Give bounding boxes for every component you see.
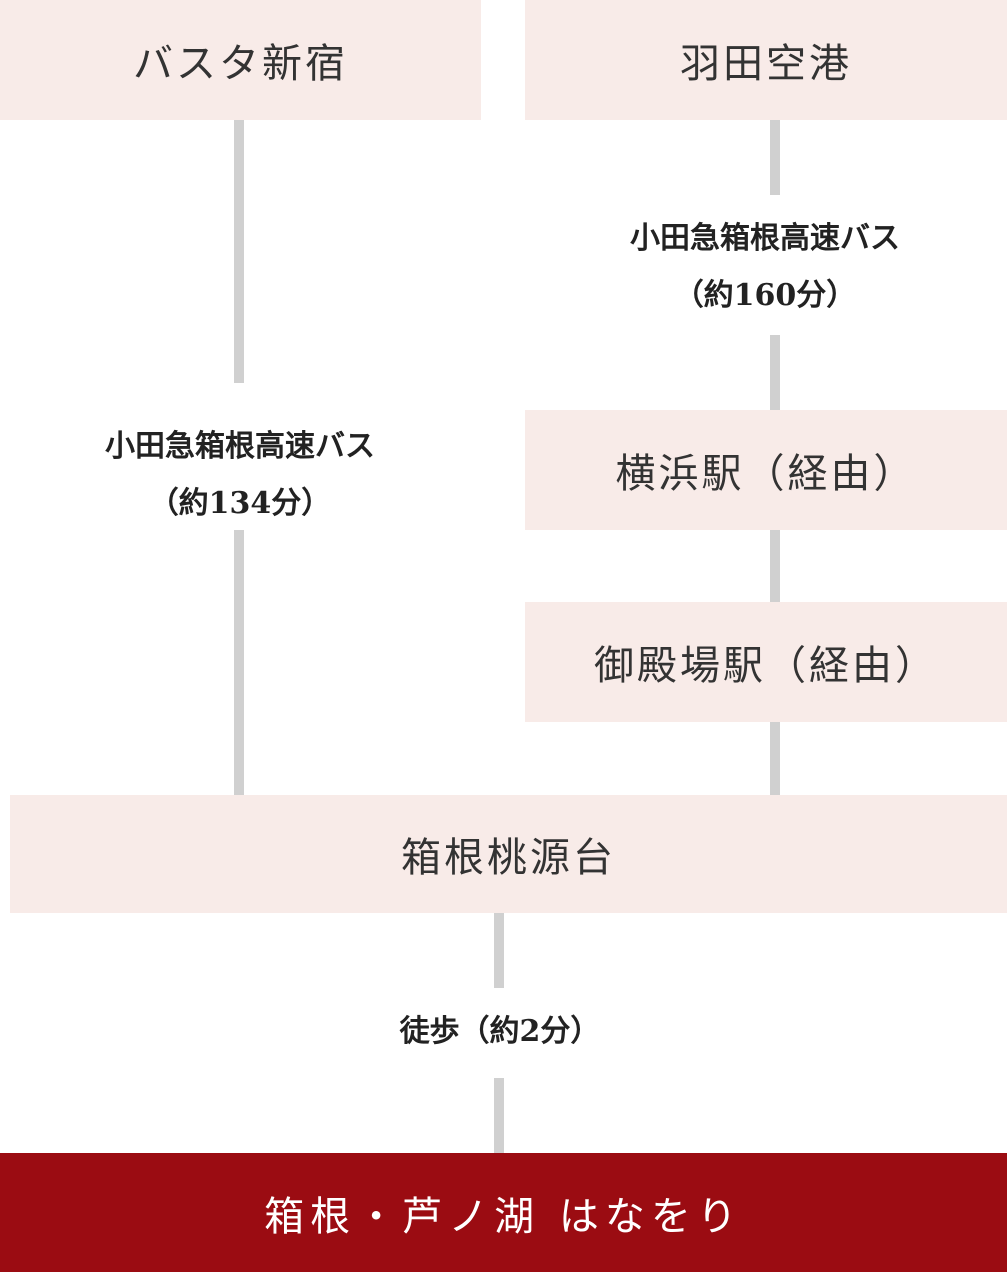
connector-right-3	[770, 530, 780, 602]
route-left-bus-time: （約134分）	[148, 486, 332, 521]
origin-right-label: 羽田空港	[680, 41, 852, 87]
route-right-bus: 小田急箱根高速バス （約160分）	[585, 210, 945, 324]
route-walk-label: 徒歩（約2分）	[399, 1014, 601, 1049]
route-right-bus-time: （約160分）	[673, 278, 857, 313]
connector-left-lower	[234, 530, 244, 795]
origin-busta-shinjuku: バスタ新宿	[0, 0, 481, 120]
transfer-label: 箱根桃源台	[401, 835, 616, 881]
route-right-bus-name: 小田急箱根高速バス	[630, 221, 900, 256]
origin-haneda-airport: 羽田空港	[525, 0, 1007, 120]
connector-center-lower	[494, 1078, 504, 1153]
connector-right-2	[770, 335, 780, 410]
destination-hanaori: 箱根・芦ノ湖 はなをり	[0, 1153, 1007, 1272]
via-yokohama-station: 横浜駅（経由）	[525, 410, 1007, 530]
route-left-bus-name: 小田急箱根高速バス	[105, 429, 375, 464]
connector-left-upper	[234, 120, 244, 383]
route-left-bus: 小田急箱根高速バス （約134分）	[60, 418, 420, 532]
connector-center-upper	[494, 913, 504, 988]
origin-left-label: バスタ新宿	[133, 41, 348, 87]
via-gotemba-station: 御殿場駅（経由）	[525, 602, 1007, 722]
route-walk: 徒歩（約2分）	[300, 1003, 700, 1060]
via-2-label: 御殿場駅（経由）	[594, 643, 938, 689]
transfer-togendai: 箱根桃源台	[10, 795, 1007, 913]
connector-right-1	[770, 120, 780, 195]
connector-right-4	[770, 722, 780, 795]
via-1-label: 横浜駅（経由）	[615, 451, 917, 497]
destination-label: 箱根・芦ノ湖 はなをり	[264, 1193, 743, 1240]
